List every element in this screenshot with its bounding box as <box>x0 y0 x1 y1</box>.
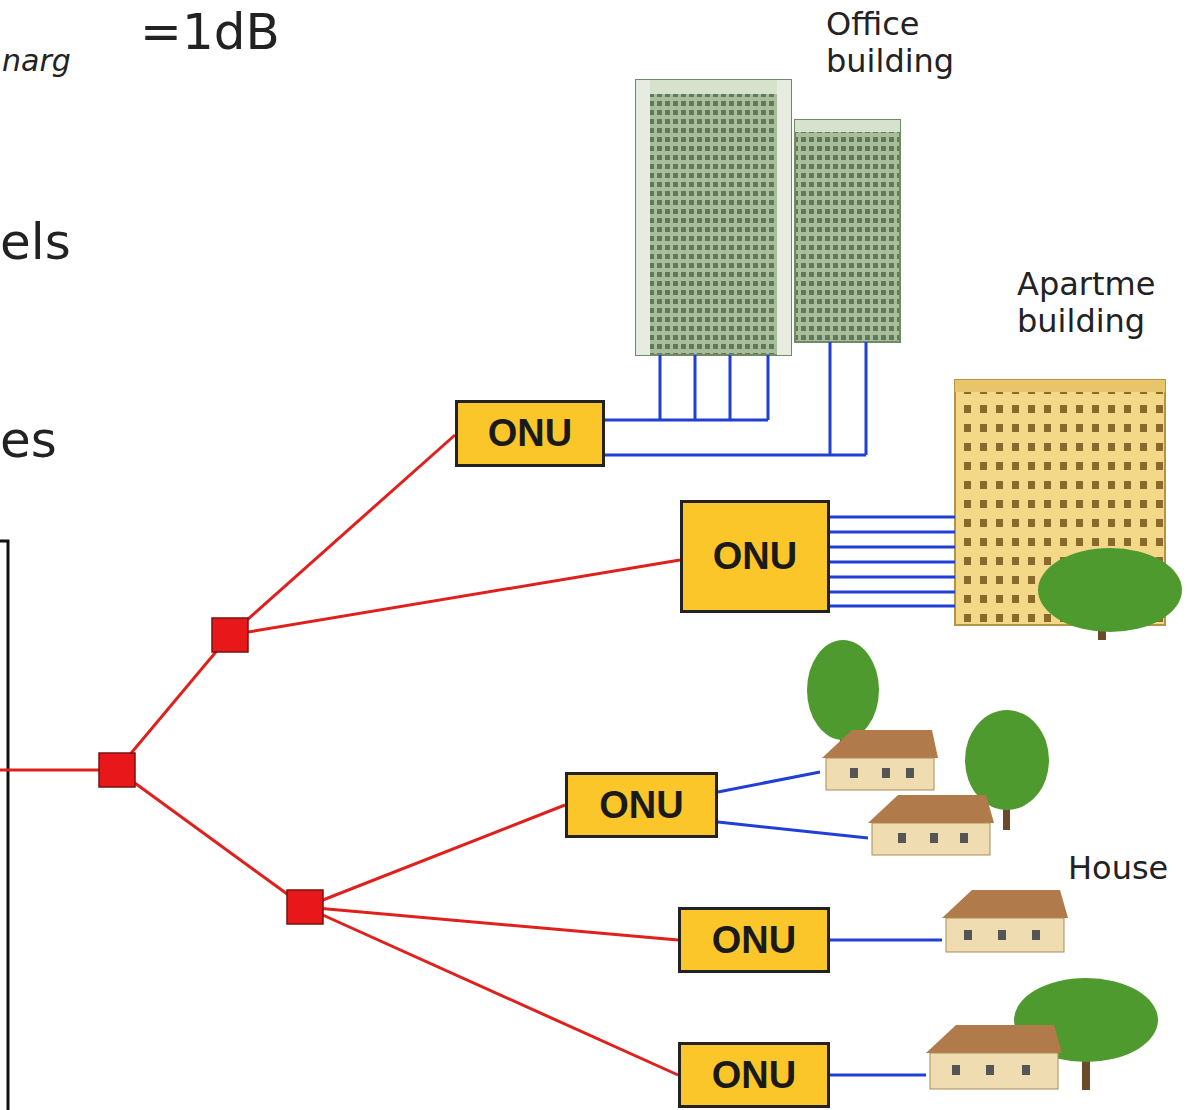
onu-box: ONU <box>678 907 830 973</box>
frame-line <box>0 541 8 1110</box>
onu-box: ONU <box>680 500 830 613</box>
onu-label: ONU <box>712 919 796 962</box>
slide-text-fragment: els <box>0 214 71 272</box>
onu-label: ONU <box>712 1054 796 1097</box>
slide-text-fragment: es <box>0 412 57 470</box>
formula-fragment: narg <box>2 44 71 79</box>
onu-label: ONU <box>599 784 683 827</box>
splitter <box>99 618 323 924</box>
onu-label: ONU <box>488 412 572 455</box>
onu-box: ONU <box>455 400 605 467</box>
onu-box: ONU <box>678 1042 830 1108</box>
fiber-line <box>0 435 680 1075</box>
tree <box>807 548 1182 1090</box>
house-label: House <box>1068 850 1168 887</box>
onu-label: ONU <box>713 535 797 578</box>
office-building <box>636 80 900 355</box>
onu-box: ONU <box>565 772 718 838</box>
building-label: Office building <box>826 6 1026 80</box>
house <box>822 730 1068 1089</box>
copper-drop <box>605 342 955 1075</box>
formula-fragment: =1dB <box>140 4 280 62</box>
building-label: Apartme building <box>1017 266 1185 340</box>
